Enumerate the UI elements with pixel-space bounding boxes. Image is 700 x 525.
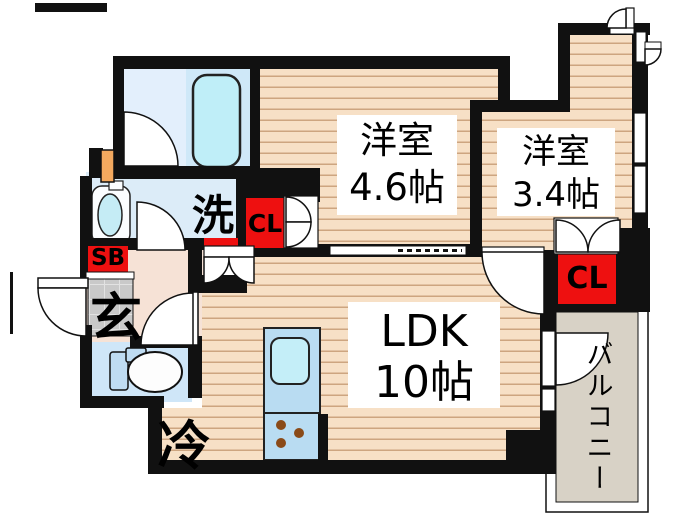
western2-window bbox=[633, 165, 647, 214]
balcony-door-opening bbox=[541, 330, 556, 387]
ldk-window bbox=[541, 388, 556, 412]
wall bbox=[318, 414, 328, 460]
closet1-box bbox=[246, 198, 284, 248]
entrance-door-arc bbox=[37, 287, 87, 337]
washbasin-bowl bbox=[97, 193, 123, 237]
ldk-size: 10帖 bbox=[374, 357, 474, 408]
entrance-label: 玄 bbox=[90, 289, 143, 349]
ldk-name: LDK bbox=[380, 306, 468, 357]
stove-burner bbox=[276, 420, 286, 430]
wall bbox=[113, 56, 510, 69]
wall bbox=[506, 430, 556, 462]
exterior-vent-leaf bbox=[644, 41, 662, 50]
balcony-door-arc bbox=[555, 332, 609, 386]
western1-label: 洋室 4.6帖 bbox=[337, 117, 457, 211]
red-threshold bbox=[204, 238, 238, 248]
kitchen-sink bbox=[270, 337, 310, 385]
label-boxes bbox=[337, 115, 615, 408]
western1-label-box bbox=[337, 115, 457, 215]
wall bbox=[540, 302, 650, 312]
western1-name: 洋室 bbox=[360, 119, 434, 162]
wall bbox=[35, 3, 107, 12]
swing-door-petal bbox=[228, 256, 255, 284]
stove-burner bbox=[276, 438, 286, 448]
ldk-door-arc bbox=[481, 251, 545, 315]
stove-burner bbox=[294, 428, 304, 438]
wall bbox=[470, 100, 570, 112]
wall bbox=[148, 460, 556, 474]
western2-window bbox=[633, 112, 647, 164]
folding-door-petal bbox=[285, 221, 312, 248]
folding-door-petal bbox=[285, 196, 312, 223]
exterior-vent-arc bbox=[644, 48, 662, 66]
bathroom-door-arc bbox=[123, 111, 179, 167]
washbasin-tap bbox=[108, 180, 124, 191]
closet2-label: CL bbox=[566, 260, 608, 296]
toilet-bowl bbox=[127, 351, 183, 393]
balcony-label: バルコニー bbox=[581, 340, 613, 495]
western2-size: 3.4帖 bbox=[511, 175, 601, 215]
wall bbox=[10, 272, 13, 334]
wall bbox=[80, 396, 164, 408]
wall bbox=[188, 240, 202, 293]
ldk-label-box bbox=[348, 302, 500, 408]
western2-label-box bbox=[497, 128, 615, 216]
wall bbox=[188, 345, 202, 398]
western2-name: 洋室 bbox=[522, 132, 590, 172]
wall bbox=[80, 176, 92, 250]
shoebox-box bbox=[88, 246, 128, 273]
fixtures bbox=[91, 64, 321, 461]
washroom-door-arc bbox=[136, 201, 186, 251]
shoebox-label: SB bbox=[90, 245, 126, 271]
wall bbox=[250, 60, 260, 176]
wall bbox=[113, 56, 124, 168]
wall bbox=[113, 166, 260, 179]
closet2-box bbox=[558, 252, 616, 304]
western1-size: 4.6帖 bbox=[349, 166, 445, 209]
exterior-door-arc bbox=[606, 8, 627, 29]
pipe-space bbox=[100, 149, 115, 183]
wall bbox=[616, 228, 650, 312]
storage-boxes bbox=[85, 149, 616, 304]
entrance-step bbox=[85, 271, 135, 280]
wall bbox=[470, 100, 482, 248]
folding-door-petal bbox=[587, 219, 621, 253]
entrance-tile bbox=[87, 275, 134, 337]
exterior-door-leaf bbox=[625, 7, 635, 29]
refrigerator-label: 冷 bbox=[157, 416, 211, 477]
wall bbox=[80, 325, 92, 408]
wall bbox=[236, 200, 246, 248]
doors-and-windows bbox=[37, 7, 662, 412]
laundry-label: 洗 bbox=[191, 191, 234, 240]
wall bbox=[148, 396, 162, 462]
wall bbox=[498, 56, 510, 106]
hall-door-arc bbox=[140, 292, 194, 346]
closet1-label: CL bbox=[247, 208, 283, 238]
ldk-label: LDK 10帖 bbox=[348, 306, 500, 408]
wall bbox=[89, 148, 103, 178]
bathtub bbox=[191, 73, 242, 169]
wall bbox=[558, 23, 570, 112]
western2-label: 洋室 3.4帖 bbox=[497, 131, 615, 217]
entrance-door-leaf bbox=[37, 277, 89, 289]
